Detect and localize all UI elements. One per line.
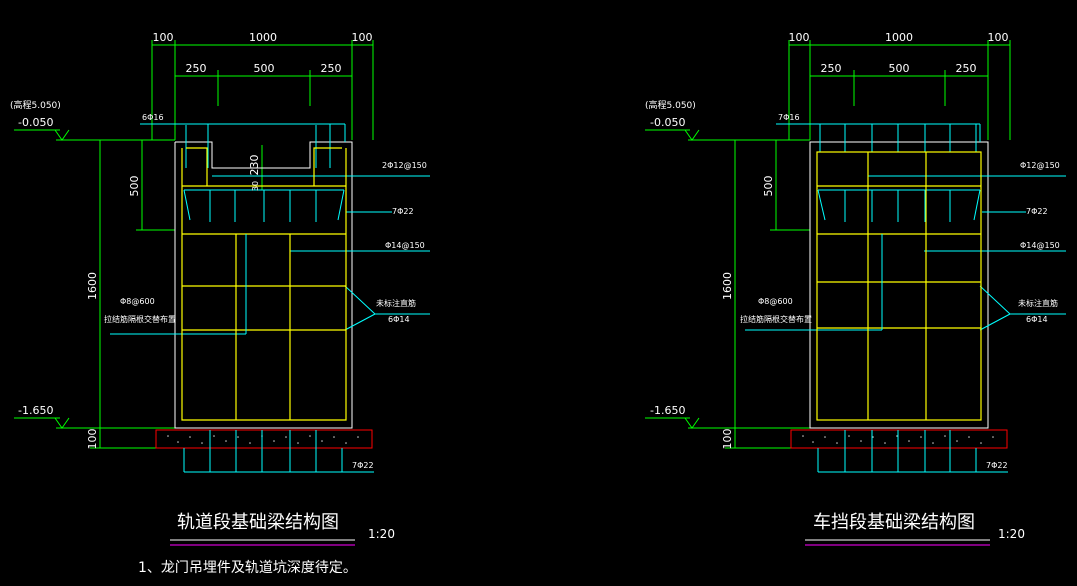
right-elev-bottom: -1.650 [650, 404, 685, 417]
left-dim-500: 500 [128, 176, 141, 197]
left-label-waist-note: 未标注直筋 [376, 298, 416, 308]
right-drawing-title: 车挡段基础梁结构图 [813, 512, 975, 533]
right-dim-top-1: 100 [789, 31, 810, 44]
left-label-bottom-bar: 7Φ22 [352, 461, 374, 470]
right-dim-inner-2: 500 [889, 62, 910, 75]
left-dimension-lines [14, 40, 374, 449]
right-label-left-note: 拉结筋隔根交替布置 [740, 314, 812, 324]
right-drawing-scale: 1:20 [998, 527, 1025, 541]
right-dim-100: 100 [721, 429, 734, 450]
left-label-r3: Φ14@150 [385, 241, 425, 250]
left-concrete-outline [174, 141, 353, 429]
right-stirrups [745, 123, 1066, 473]
left-elev-top-note: (高程5.050) [10, 99, 61, 111]
left-label-left-note: 拉结筋隔根交替布置 [104, 314, 176, 324]
right-dimension-lines [645, 40, 1011, 449]
left-main-rebar [181, 147, 347, 421]
left-elev-bottom: -1.650 [18, 404, 53, 417]
left-label-r1: 2Φ12@150 [382, 161, 427, 170]
left-dim-1600: 1600 [86, 272, 99, 300]
left-label-waist-bar: 6Φ14 [388, 315, 410, 324]
left-elev-top: -0.050 [18, 116, 53, 129]
right-label-waist-note: 未标注直筋 [1018, 298, 1058, 308]
right-dim-inner-1: 250 [821, 62, 842, 75]
right-label-top-bar: 7Φ16 [778, 113, 800, 122]
right-main-rebar [816, 151, 982, 421]
right-label-r3: Φ14@150 [1020, 241, 1060, 250]
left-dim-inner-2: 500 [254, 62, 275, 75]
left-stirrups [110, 123, 430, 473]
left-label-top-bar: 6Φ16 [142, 113, 164, 122]
right-label-r2: 7Φ22 [1026, 207, 1048, 216]
left-dim-inner-1: 250 [186, 62, 207, 75]
right-elev-top: -0.050 [650, 116, 685, 129]
left-label-left-bar: Φ8@600 [120, 297, 155, 306]
right-concrete-outline [809, 141, 989, 429]
left-dim-top-2: 1000 [249, 31, 277, 44]
left-dim-100: 100 [86, 429, 99, 450]
left-dim-inner-3: 250 [321, 62, 342, 75]
right-cushion-layer [790, 429, 1008, 449]
right-dim-top-2: 1000 [885, 31, 913, 44]
left-dim-230: 230 [248, 155, 261, 176]
right-elev-top-note: (高程5.050) [645, 99, 696, 111]
drawing-note: 1、龙门吊埋件及轨道坑深度待定。 [138, 560, 357, 576]
left-dim-top-1: 100 [153, 31, 174, 44]
right-beam-section: 100 1000 100 250 500 250 500 1600 100 (高… [645, 31, 1066, 546]
right-label-left-bar: Φ8@600 [758, 297, 793, 306]
left-dim-top-3: 100 [352, 31, 373, 44]
right-dim-1600: 1600 [721, 272, 734, 300]
right-label-r1: Φ12@150 [1020, 161, 1060, 170]
right-dim-500: 500 [762, 176, 775, 197]
left-drawing-scale: 1:20 [368, 527, 395, 541]
left-beam-section: 100 1000 100 250 500 250 500 1600 100 23… [10, 31, 430, 546]
right-label-bottom-bar: 7Φ22 [986, 461, 1008, 470]
right-dim-inner-3: 250 [956, 62, 977, 75]
right-dim-top-3: 100 [988, 31, 1009, 44]
left-label-r2: 7Φ22 [392, 207, 414, 216]
left-dim-30: 30 [251, 181, 260, 191]
right-label-waist-bar: 6Φ14 [1026, 315, 1048, 324]
left-drawing-title: 轨道段基础梁结构图 [177, 512, 339, 533]
